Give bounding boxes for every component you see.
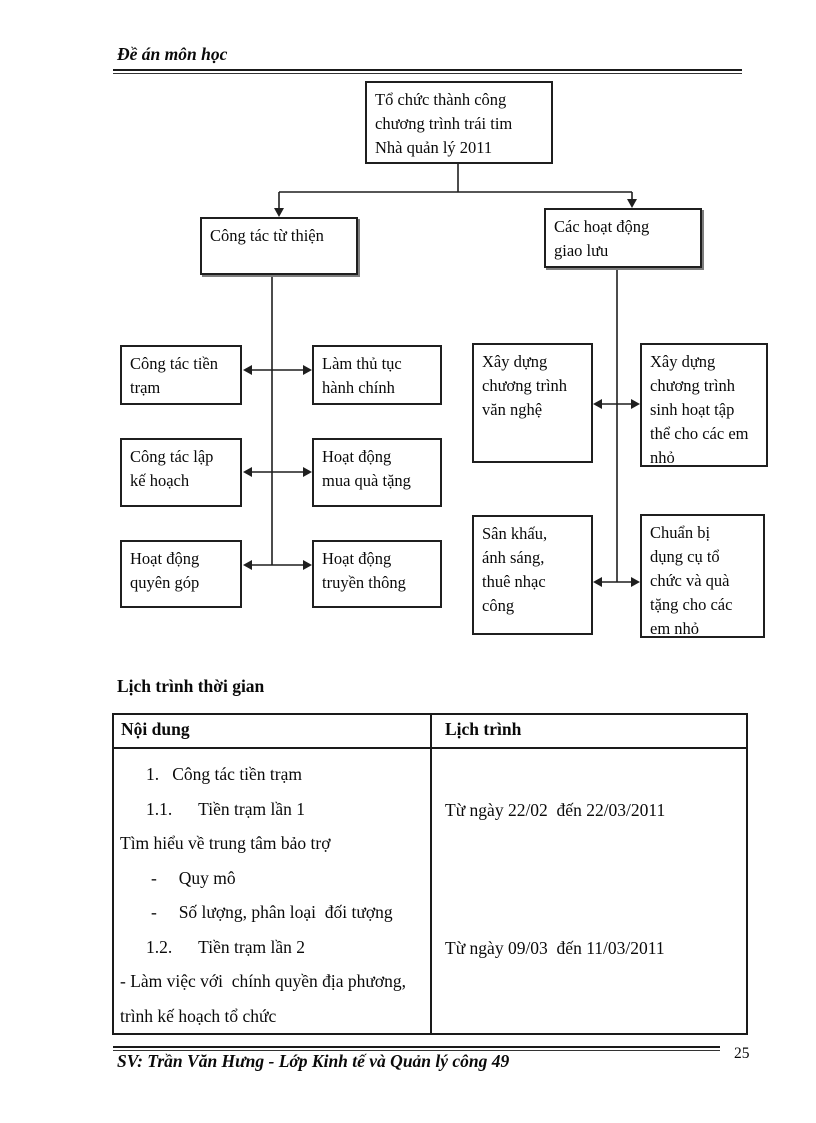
content-line-2: 1.1. Tiền trạm lần 1 [146, 798, 305, 819]
arrowhead-left-row2 [243, 467, 252, 477]
arrowhead-right-row1 [303, 365, 312, 375]
flowchart-box-communications: Hoạt động truyền thông [312, 540, 442, 608]
content-line-4: - Quy mô [151, 867, 236, 888]
arrowhead-down-left-branch [274, 208, 284, 217]
arrowhead-left-row3 [243, 560, 252, 570]
flowchart-branch-charity-box: Công tác từ thiện [200, 217, 358, 275]
flowchart-box-fundraising: Hoạt động quyên góp [120, 540, 242, 608]
arrowhead-left-row1 [243, 365, 252, 375]
content-line-7: - Làm việc với chính quyền địa phương, [120, 971, 407, 991]
content-cell: 1. Công tác tiền trạm 1.1. Tiền trạm lần… [114, 749, 432, 1033]
content-line-3: Tìm hiểu về trung tâm bảo trợ [120, 833, 331, 853]
flowchart-root-box: Tổ chức thành công chương trình trái tim… [365, 81, 553, 164]
header-rule [113, 69, 742, 74]
flowchart-box-stage-lighting: Sân khấu, ánh sáng, thuê nhạc công [472, 515, 593, 635]
table-body-row: 1. Công tác tiền trạm 1.1. Tiền trạm lần… [114, 749, 746, 1033]
flowchart-box-gift-purchase: Hoạt động mua quà tặng [312, 438, 442, 507]
content-line-1: 1. Công tác tiền trạm [146, 764, 303, 784]
table-header-row: Nội dung Lịch trình [114, 715, 746, 749]
content-line-5: - Số lượng, phân loại đối tượng [151, 902, 393, 922]
schedule-date-range-2: Từ ngày 09/03 đến 11/03/2011 [445, 938, 665, 958]
flowchart-box-planning: Công tác lập kế hoạch [120, 438, 242, 507]
arrowhead-left-rrow1 [593, 399, 602, 409]
schedule-heading: Lịch trình thời gian [117, 676, 265, 696]
flowchart-box-advance-work: Công tác tiền trạm [120, 345, 242, 405]
arrowhead-right-row3 [303, 560, 312, 570]
footer-credit: SV: Trần Văn Hưng - Lớp Kinh tế và Quản … [117, 1051, 510, 1071]
content-line-8: trình kế hoạch tổ chức [120, 1005, 277, 1026]
column-header-schedule: Lịch trình [445, 719, 522, 739]
column-header-content: Nội dung [114, 715, 432, 747]
page-number: 25 [734, 1045, 750, 1062]
arrowhead-left-rrow2 [593, 577, 602, 587]
flowchart-branch-exchange-box: Các hoạt động giao lưu [544, 208, 702, 268]
content-line-6: 1.2. Tiền trạm lần 2 [146, 936, 305, 957]
flowchart-box-group-activities: Xây dựng chương trình sinh hoạt tập thể … [640, 343, 768, 467]
schedule-table: Nội dung Lịch trình 1. Công tác tiền trạ… [112, 713, 748, 1035]
arrowhead-right-rrow2 [631, 577, 640, 587]
flowchart-box-admin-procedures: Làm thủ tục hành chính [312, 345, 442, 405]
schedule-date-range-1: Từ ngày 22/02 đến 22/03/2011 [445, 800, 666, 820]
arrowhead-right-rrow1 [631, 399, 640, 409]
footer-rule [113, 1046, 720, 1051]
arrowhead-right-row2 [303, 467, 312, 477]
arrowhead-down-right-branch [627, 199, 637, 208]
schedule-cell: Từ ngày 22/02 đến 22/03/2011 Từ ngày 09/… [432, 749, 746, 1033]
header-title: Đề án môn học [117, 44, 228, 64]
flowchart-box-arts-program: Xây dựng chương trình văn nghệ [472, 343, 593, 463]
flowchart-box-equipment-gifts: Chuẩn bị dụng cụ tổ chức và quà tặng cho… [640, 514, 765, 638]
